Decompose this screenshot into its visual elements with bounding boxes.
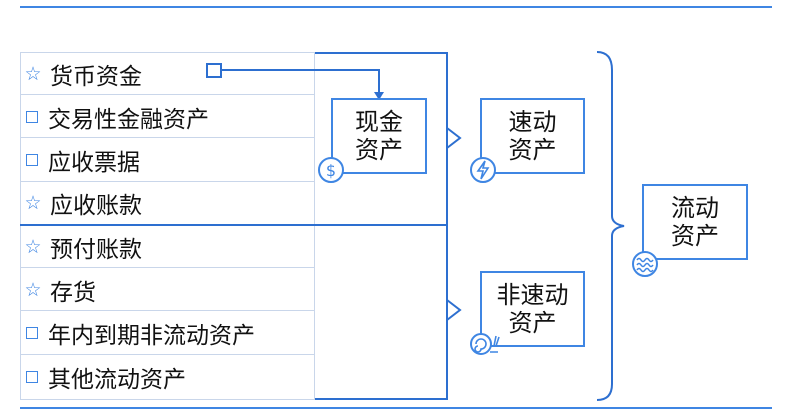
list-item: ☆ 存货 <box>22 269 312 311</box>
top-rule <box>20 6 772 8</box>
cash-assets-box: 现金 资产 <box>331 98 427 174</box>
item-label: 应收票据 <box>48 150 140 176</box>
svg-text:$: $ <box>326 161 336 180</box>
lightning-icon <box>470 157 496 183</box>
square-icon <box>26 327 38 339</box>
star-icon: ☆ <box>24 279 42 301</box>
table-bottom-border <box>20 399 448 400</box>
box-line: 资产 <box>355 136 403 164</box>
group-separator <box>20 224 448 226</box>
list-item: 应收票据 <box>22 139 312 181</box>
connector-start-square <box>206 63 222 78</box>
table-left-border <box>20 52 21 400</box>
box-line: 速动 <box>508 108 557 136</box>
bottom-rule <box>20 407 772 409</box>
item-label: 其他流动资产 <box>48 367 186 393</box>
box-line: 资产 <box>508 309 557 337</box>
list-item: 年内到期非流动资产 <box>22 312 312 354</box>
list-item: 其他流动资产 <box>22 356 312 398</box>
quick-assets-box: 速动 资产 <box>480 98 585 174</box>
item-label: 年内到期非流动资产 <box>48 323 255 349</box>
item-label: 货币资金 <box>50 64 142 90</box>
box-line: 现金 <box>355 108 403 136</box>
table-top-border <box>20 52 448 53</box>
list-item: ☆ 货币资金 <box>22 53 312 95</box>
item-label: 预付账款 <box>50 237 142 263</box>
group-top-line <box>315 52 448 54</box>
brace-tick-quick <box>446 127 462 149</box>
row-divider <box>20 137 314 138</box>
star-icon: ☆ <box>24 192 42 214</box>
group-bottom-line <box>315 398 448 400</box>
nonquick-group-right-line <box>446 224 448 400</box>
item-label: 交易性金融资产 <box>48 107 209 133</box>
nonquick-assets-box: 非速动 资产 <box>480 271 585 347</box>
brace-tick-nonquick <box>446 299 462 321</box>
item-label: 应收账款 <box>50 193 142 219</box>
brace-current <box>596 51 625 401</box>
table-inner-divider <box>314 52 315 400</box>
quick-group-right-line <box>446 52 448 224</box>
square-icon <box>26 371 38 383</box>
dollar-icon: $ <box>318 157 344 183</box>
row-divider <box>20 310 314 311</box>
list-item: ☆ 预付账款 <box>22 226 312 268</box>
item-label: 存货 <box>50 280 96 306</box>
connector-arrowhead <box>374 92 384 100</box>
row-divider <box>20 94 314 95</box>
list-item: ☆ 应收账款 <box>22 182 312 224</box>
waves-icon <box>632 251 658 277</box>
box-line: 非速动 <box>496 281 569 309</box>
box-line: 资产 <box>671 222 719 250</box>
star-icon: ☆ <box>24 236 42 258</box>
row-divider <box>20 181 314 182</box>
connector-line <box>221 69 380 94</box>
row-divider <box>20 267 314 268</box>
list-item: 交易性金融资产 <box>22 96 312 138</box>
snail-icon <box>470 333 500 355</box>
square-icon <box>26 111 38 123</box>
square-icon <box>26 154 38 166</box>
star-icon: ☆ <box>24 63 42 85</box>
box-line: 流动 <box>671 194 719 222</box>
box-line: 资产 <box>508 136 557 164</box>
row-divider <box>20 354 314 355</box>
current-assets-box: 流动 资产 <box>642 184 748 260</box>
